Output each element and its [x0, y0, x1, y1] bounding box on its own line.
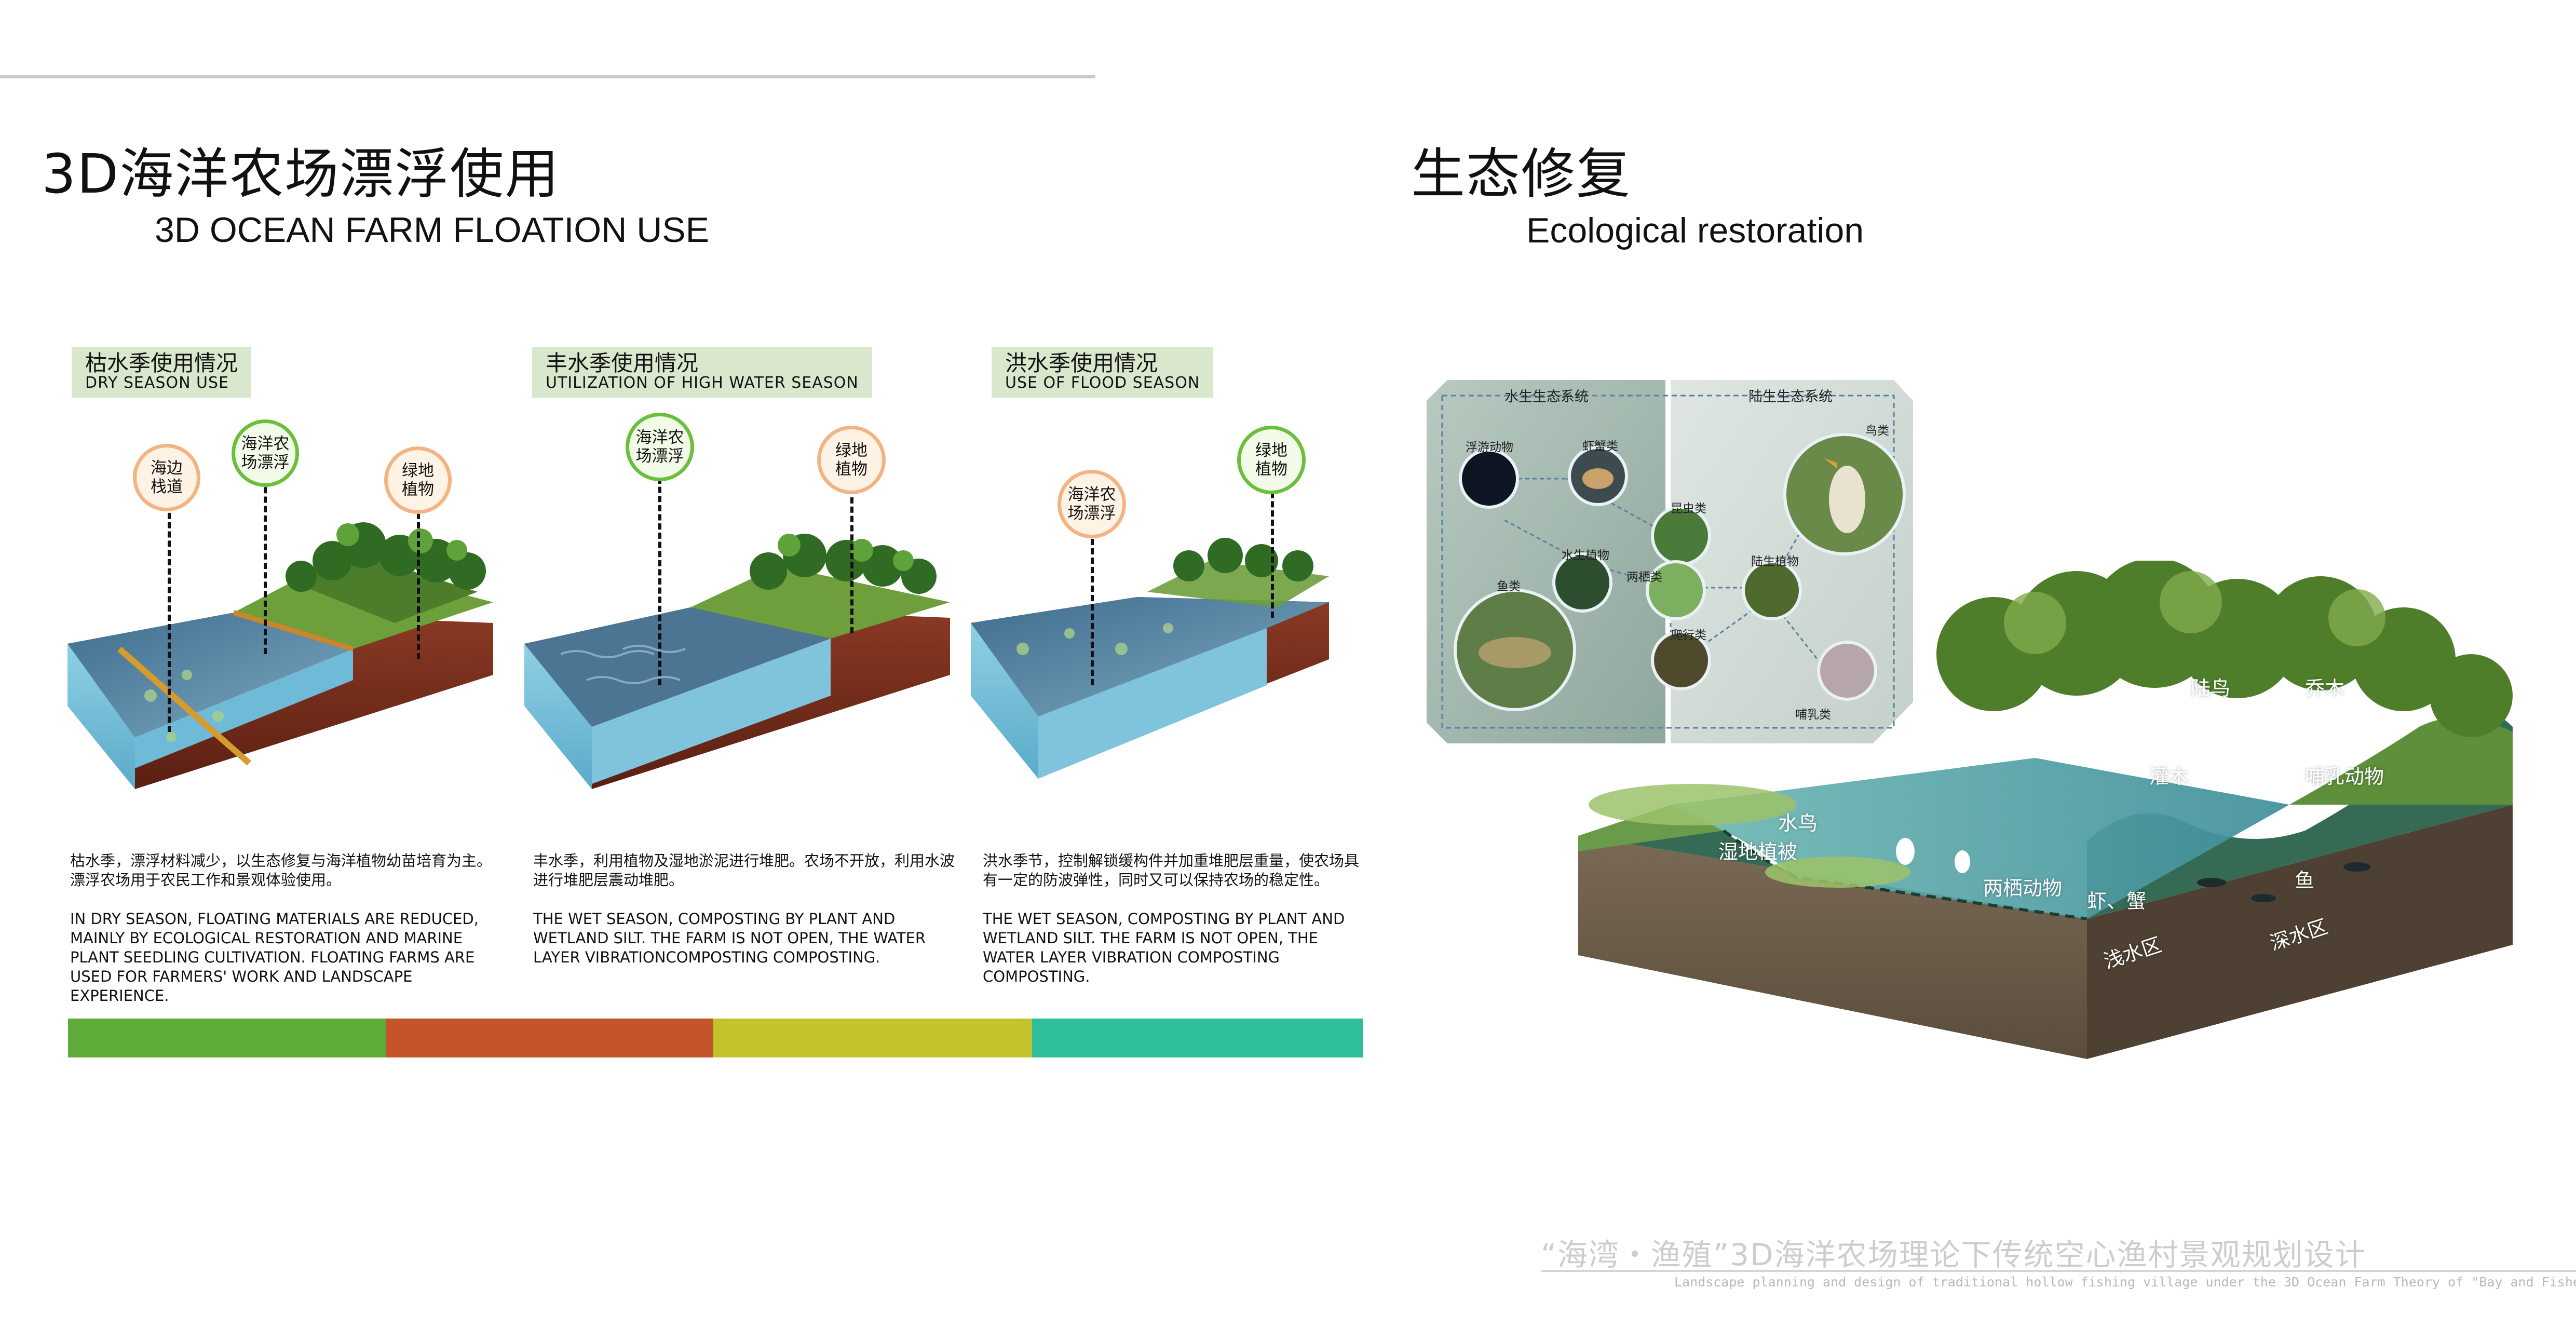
ecological-section-block: 陆鸟 乔木 灌木 哺乳动物 水鸟 湿地植被 两栖动物 虾、蟹 鱼 浅水区 深水区	[1568, 561, 2554, 1064]
section-label-tree: 乔木	[2305, 677, 2345, 700]
right-title-en: Ecological restoration	[1526, 211, 1864, 250]
desc-flood-en: THE WET SEASON, COMPOSTING BY PLANT AND …	[983, 910, 1345, 985]
eco-label-mammal: 哺乳类	[1795, 708, 1831, 722]
desc-flood-zh: 洪水季节，控制解锁缓构件并加重堆肥层重量，使农场具有一定的防波弹性，同时又可以保…	[983, 852, 1360, 889]
left-title-en: 3D OCEAN FARM FLOATION USE	[155, 210, 710, 250]
badge-green-plants: 绿地植物	[1237, 426, 1306, 494]
section-label-amphibian: 两栖动物	[1983, 877, 2063, 900]
panel-tag-high-en: UTILIZATION OF HIGH WATER SEASON	[546, 374, 859, 392]
desc-high-zh: 丰水季，利用植物及湿地淤泥进行堆肥。农场不开放，利用水波进行堆肥层震动堆肥。	[533, 852, 955, 889]
desc-dry-zh: 枯水季，漂浮材料减少，以生态修复与海洋植物幼苗培育为主。漂浮农场用于农民工作和景…	[70, 852, 492, 889]
section-label-mammal: 哺乳动物	[2305, 765, 2384, 788]
desc-high-en: THE WET SEASON, COMPOSTING BY PLANT AND …	[533, 910, 926, 966]
node-fish	[1454, 589, 1576, 711]
eco-label-aquatic-plant: 水生植物	[1562, 549, 1609, 562]
color-bar-olive	[713, 1019, 1032, 1057]
badge-stem	[417, 504, 420, 659]
section-label-land-bird: 陆鸟	[2191, 677, 2231, 700]
node-plankton	[1459, 449, 1519, 509]
badge-floating-farm: 海洋农场漂浮	[626, 413, 694, 481]
node-shrimp	[1568, 446, 1628, 506]
desc-dry: 枯水季，漂浮材料减少，以生态修复与海洋植物幼苗培育为主。漂浮农场用于农民工作和景…	[70, 851, 496, 1006]
desc-high: 丰水季，利用植物及湿地淤泥进行堆肥。农场不开放，利用水波进行堆肥层震动堆肥。 T…	[533, 851, 959, 967]
color-bar-rust	[386, 1019, 713, 1057]
eco-label-reptile: 爬行类	[1671, 629, 1706, 642]
badge-stem	[168, 504, 171, 732]
ecosystem-diagram: 水生生态系统 陆生生态系统 浮游动物 虾蟹类 鱼类 水生植物 昆虫类 两栖类 爬…	[1427, 380, 1913, 743]
eco-label-plankton: 浮游动物	[1466, 441, 1513, 454]
badge-stem	[850, 488, 853, 633]
panel-tag-high-zh: 丰水季使用情况	[546, 350, 699, 376]
top-divider	[0, 75, 1095, 78]
badge-label: 海洋农场漂浮	[635, 428, 684, 466]
panel-tag-flood-zh: 洪水季使用情况	[1005, 350, 1158, 376]
section-illustration	[1578, 561, 2513, 1059]
badge-green-plants: 绿地植物	[384, 446, 452, 514]
eco-label-insect: 昆虫类	[1671, 502, 1706, 516]
left-title-zh: 3D海洋农场漂浮使用	[42, 142, 560, 206]
badge-label: 绿地植物	[402, 462, 434, 499]
desc-dry-en: IN DRY SEASON, FLOATING MATERIALS ARE RE…	[70, 910, 479, 1005]
dry-season-block	[67, 522, 493, 789]
footer-divider	[1541, 1270, 2576, 1272]
node-aquatic-plant	[1552, 552, 1612, 613]
ecosystem-background	[1427, 380, 1913, 743]
node-mammal	[1817, 641, 1877, 701]
panel-tag-dry-zh: 枯水季使用情况	[85, 350, 238, 376]
footer-title-en: Landscape planning and design of traditi…	[1674, 1274, 2576, 1290]
panel-tag-high: 丰水季使用情况 UTILIZATION OF HIGH WATER SEASON	[532, 347, 872, 398]
badge-green-plants: 绿地植物	[817, 426, 886, 494]
badge-stem	[264, 478, 267, 654]
season-block-illustrations	[67, 522, 1329, 789]
panel-tag-dry-en: DRY SEASON USE	[85, 374, 229, 392]
node-land-plant	[1742, 560, 1802, 620]
badge-label: 海边栈道	[151, 459, 183, 496]
eco-aquatic-title: 水生生态系统	[1504, 389, 1589, 405]
eco-terrestrial-title: 陆生生态系统	[1748, 389, 1833, 405]
flood-season-block	[971, 538, 1329, 779]
eco-label-bird: 鸟类	[1865, 424, 1889, 438]
eco-label-amphibian: 两栖类	[1626, 571, 1662, 584]
badge-boardwalk: 海边栈道	[133, 444, 200, 511]
section-label-fish: 鱼	[2295, 869, 2315, 892]
badge-label: 绿地植物	[835, 441, 867, 479]
section-label-wetland: 湿地植被	[1718, 840, 1798, 863]
section-label-shrub: 灌木	[2149, 765, 2189, 788]
section-label-water-bird: 水鸟	[1778, 812, 1818, 835]
panel-tag-flood: 洪水季使用情况 USE OF FLOOD SEASON	[992, 347, 1214, 398]
eco-label-fish: 鱼类	[1497, 580, 1521, 593]
badge-floating-farm: 海洋农场漂浮	[232, 419, 299, 487]
badge-label: 海洋农场漂浮	[1067, 485, 1116, 523]
color-bar-teal	[1032, 1019, 1363, 1057]
badge-label: 绿地植物	[1255, 441, 1287, 479]
badge-stem	[1091, 530, 1094, 685]
eco-label-land-plant: 陆生植物	[1751, 555, 1799, 568]
badge-stem	[1271, 483, 1274, 618]
footer-title-zh: “海湾・渔殖”3D海洋农场理论下传统空心渔村景观规划设计	[1541, 1237, 2366, 1272]
badge-label: 海洋农场漂浮	[241, 435, 290, 472]
node-reptile	[1651, 630, 1711, 690]
panel-tag-dry: 枯水季使用情况 DRY SEASON USE	[72, 347, 252, 398]
badge-stem	[658, 478, 661, 685]
right-title-zh: 生态修复	[1411, 142, 1632, 206]
panel-tag-flood-en: USE OF FLOOD SEASON	[1005, 374, 1200, 392]
desc-flood: 洪水季节，控制解锁缓构件并加重堆肥层重量，使农场具有一定的防波弹性，同时又可以保…	[983, 851, 1367, 986]
node-bird	[1783, 433, 1906, 555]
node-amphibian	[1646, 560, 1706, 620]
high-water-block	[524, 534, 950, 789]
badge-floating-farm: 海洋农场漂浮	[1057, 470, 1126, 538]
color-bar-green	[68, 1019, 386, 1057]
section-label-shrimp-crab: 虾、蟹	[2087, 890, 2147, 913]
eco-label-shrimp: 虾蟹类	[1582, 440, 1618, 453]
